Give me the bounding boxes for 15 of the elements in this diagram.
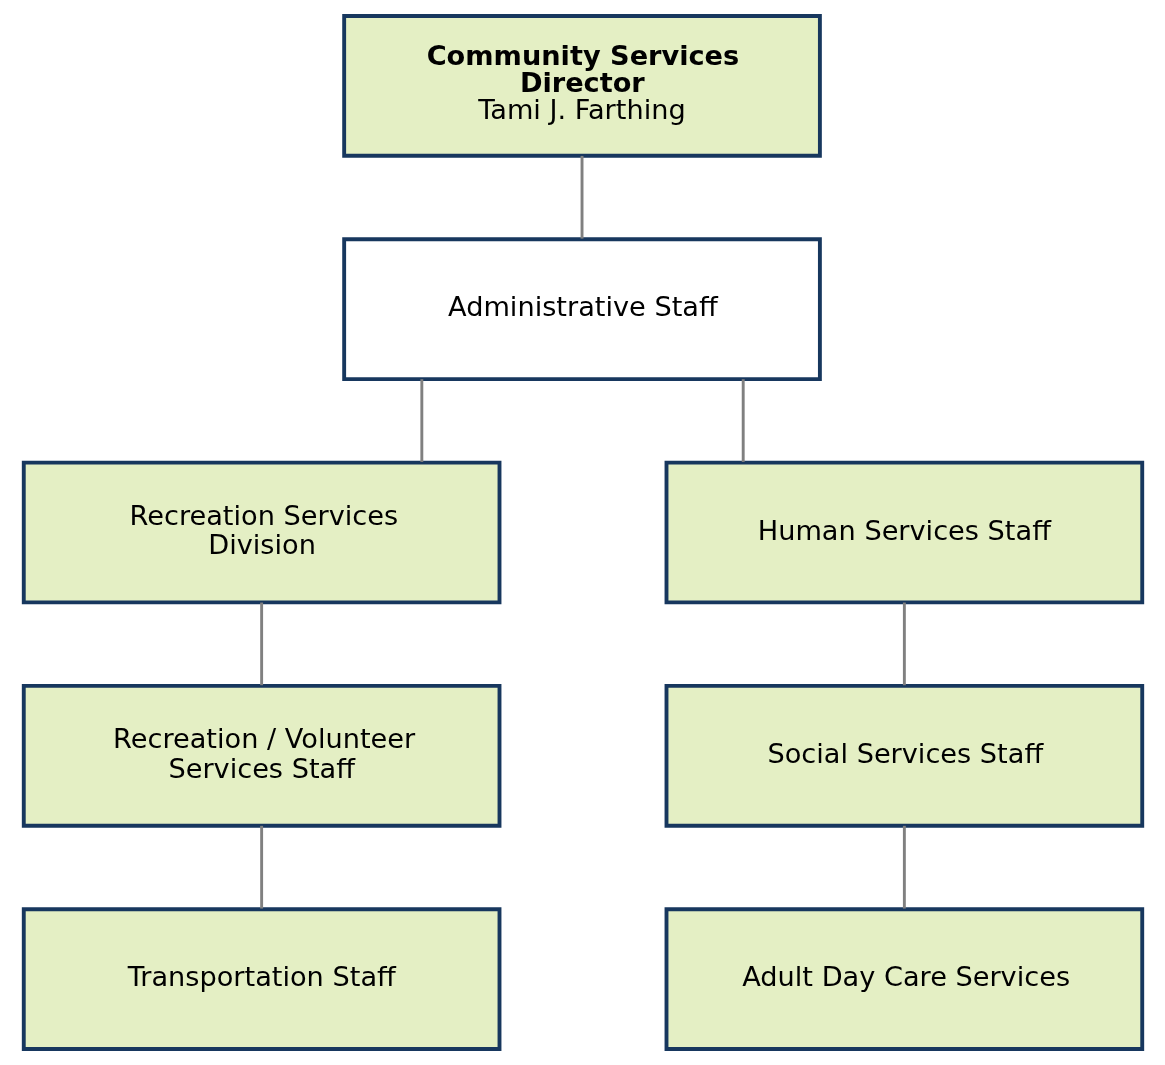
connector: [902, 602, 906, 686]
node-box: Recreation / Volunteer Services Staff: [21, 683, 501, 828]
node-box: Community Services Director Tami J. Farthing: [341, 14, 822, 158]
connector: [741, 379, 745, 462]
connector: [580, 155, 583, 239]
node-box: Administrative Staff: [341, 237, 822, 382]
node-box: Transportation Staff: [21, 907, 501, 1051]
node-box: Human Services Staff: [664, 460, 1144, 605]
node-box: Social Services Staff: [664, 683, 1144, 828]
connector: [902, 825, 906, 909]
node-box: Recreation Services Division: [21, 460, 501, 605]
connector: [259, 602, 263, 686]
node-box: Adult Day Care Services: [664, 907, 1144, 1051]
connector: [259, 825, 263, 909]
connector: [419, 379, 423, 462]
